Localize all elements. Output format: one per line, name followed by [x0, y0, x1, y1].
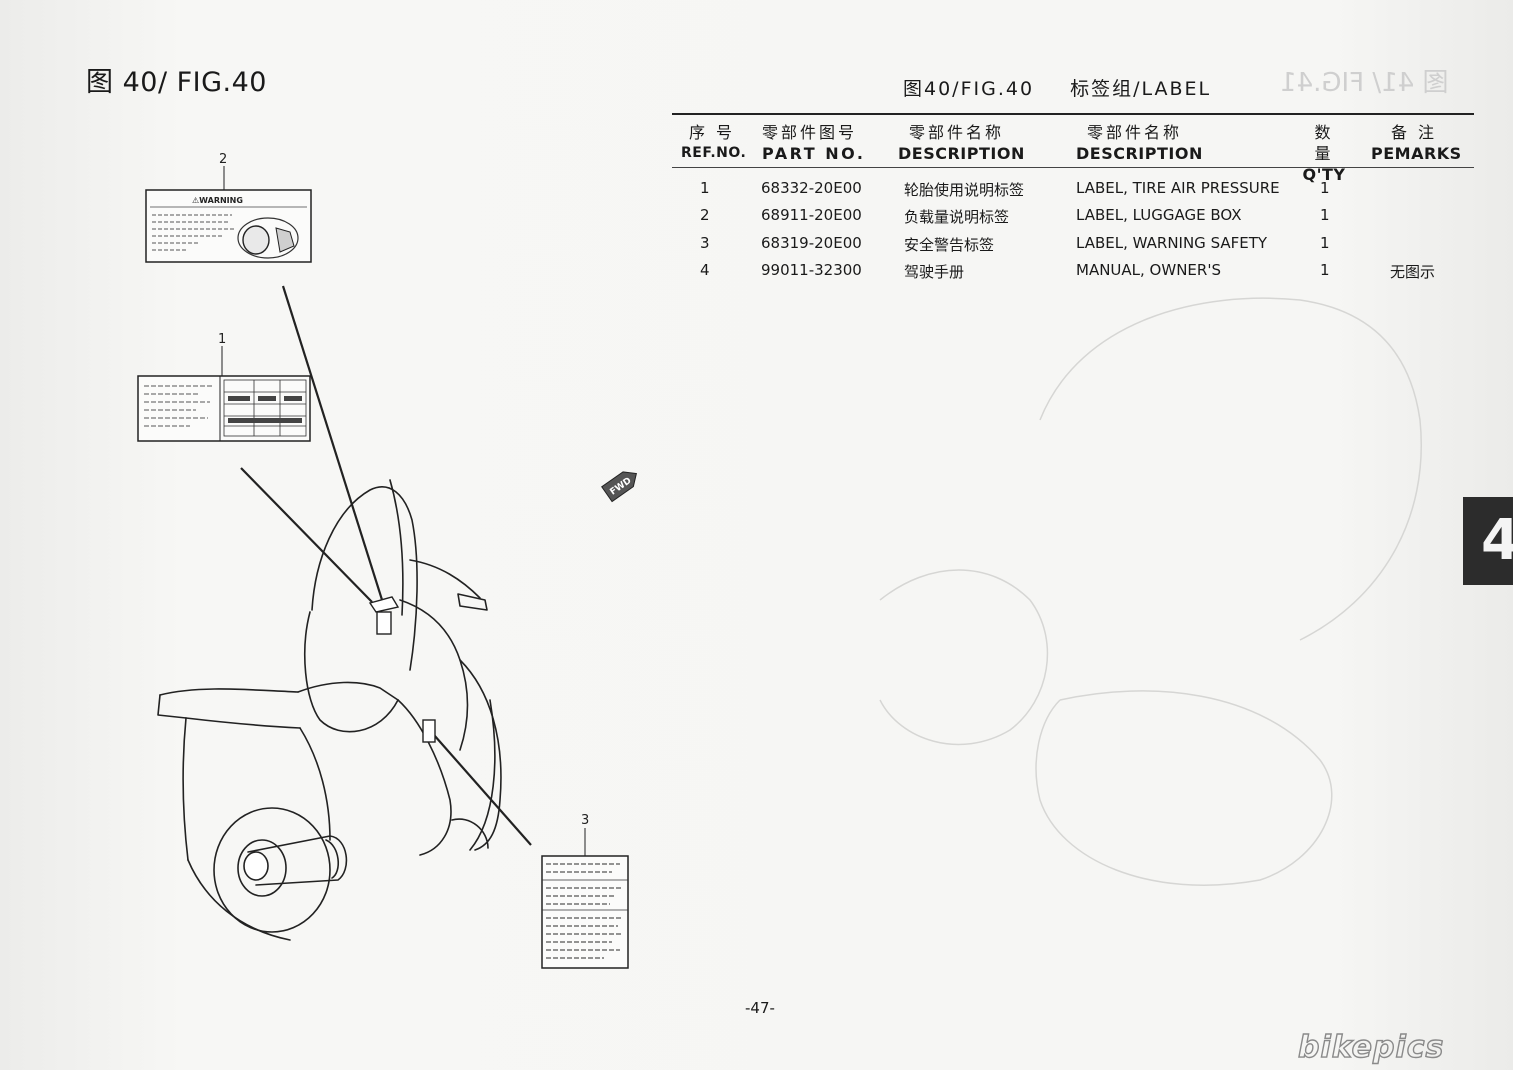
tire-pressure-label: [137, 375, 311, 442]
callout-1: 1: [218, 332, 226, 347]
cell-desc-en: MANUAL, OWNER'S: [1076, 261, 1221, 279]
cell-qty: 1: [1320, 261, 1330, 279]
cell-part-no: 99011-32300: [761, 261, 862, 279]
cell-desc-en: LABEL, WARNING SAFETY: [1076, 234, 1268, 252]
cell-ref: 3: [700, 234, 710, 252]
fwd-arrow-marker: FWD: [601, 471, 637, 503]
luggage-warning-label: ⚠WARNING: [145, 189, 312, 263]
header-desc-cn: 零部件名称 DESCRIPTION: [898, 123, 1025, 163]
label-position-markers: [368, 596, 436, 743]
callout-3: 3: [581, 813, 589, 828]
cell-qty: 1: [1320, 206, 1330, 224]
table-header-rule: [672, 167, 1474, 168]
figure-number: 图40/FIG.40: [903, 78, 1035, 100]
cell-desc-cn: 驾驶手册: [904, 263, 965, 281]
cell-qty: 1: [1320, 179, 1330, 197]
cell-ref: 1: [700, 179, 710, 197]
page-number: -47-: [745, 999, 775, 1017]
header-qty: 数 量 Q'TY: [1302, 123, 1346, 184]
header-ref: 序 号 REF.NO.: [681, 123, 747, 161]
cell-qty: 1: [1320, 234, 1330, 252]
cell-desc-en: LABEL, LUGGAGE BOX: [1076, 206, 1242, 224]
bleed-through-drawing: [879, 297, 1422, 886]
cell-part-no: 68319-20E00: [761, 234, 862, 252]
safety-warning-label: [541, 855, 629, 969]
header-part-no: 零部件图号 PART NO.: [762, 123, 866, 163]
callout-2: 2: [219, 152, 227, 167]
cell-ref: 4: [700, 261, 710, 279]
watermark-logo: bikepics: [1297, 1029, 1445, 1065]
header-desc-en: 零部件名称 DESCRIPTION: [1076, 123, 1203, 163]
svg-text:⚠WARNING: ⚠WARNING: [192, 196, 243, 205]
scooter-outline: [157, 479, 502, 941]
figure-title-left: 图 40/ FIG.40: [86, 67, 267, 98]
cell-desc-cn: 轮胎使用说明标签: [904, 181, 1025, 199]
figure-group: 标签组/LABEL: [1070, 78, 1212, 100]
table-top-rule: [672, 113, 1474, 115]
header-remarks: 备 注 PEMARKS: [1371, 123, 1462, 163]
cell-desc-en: LABEL, TIRE AIR PRESSURE: [1076, 179, 1280, 197]
cell-part-no: 68911-20E00: [761, 206, 862, 224]
cell-desc-cn: 安全警告标签: [904, 236, 995, 254]
cell-desc-cn: 负载量说明标签: [904, 208, 1010, 226]
cell-remarks: 无图示: [1390, 263, 1436, 281]
section-tab: 4: [1463, 497, 1513, 585]
cell-part-no: 68332-20E00: [761, 179, 862, 197]
figure-title-right: 图40/FIG.40 标签组/LABEL: [903, 74, 1247, 101]
cell-ref: 2: [700, 206, 710, 224]
